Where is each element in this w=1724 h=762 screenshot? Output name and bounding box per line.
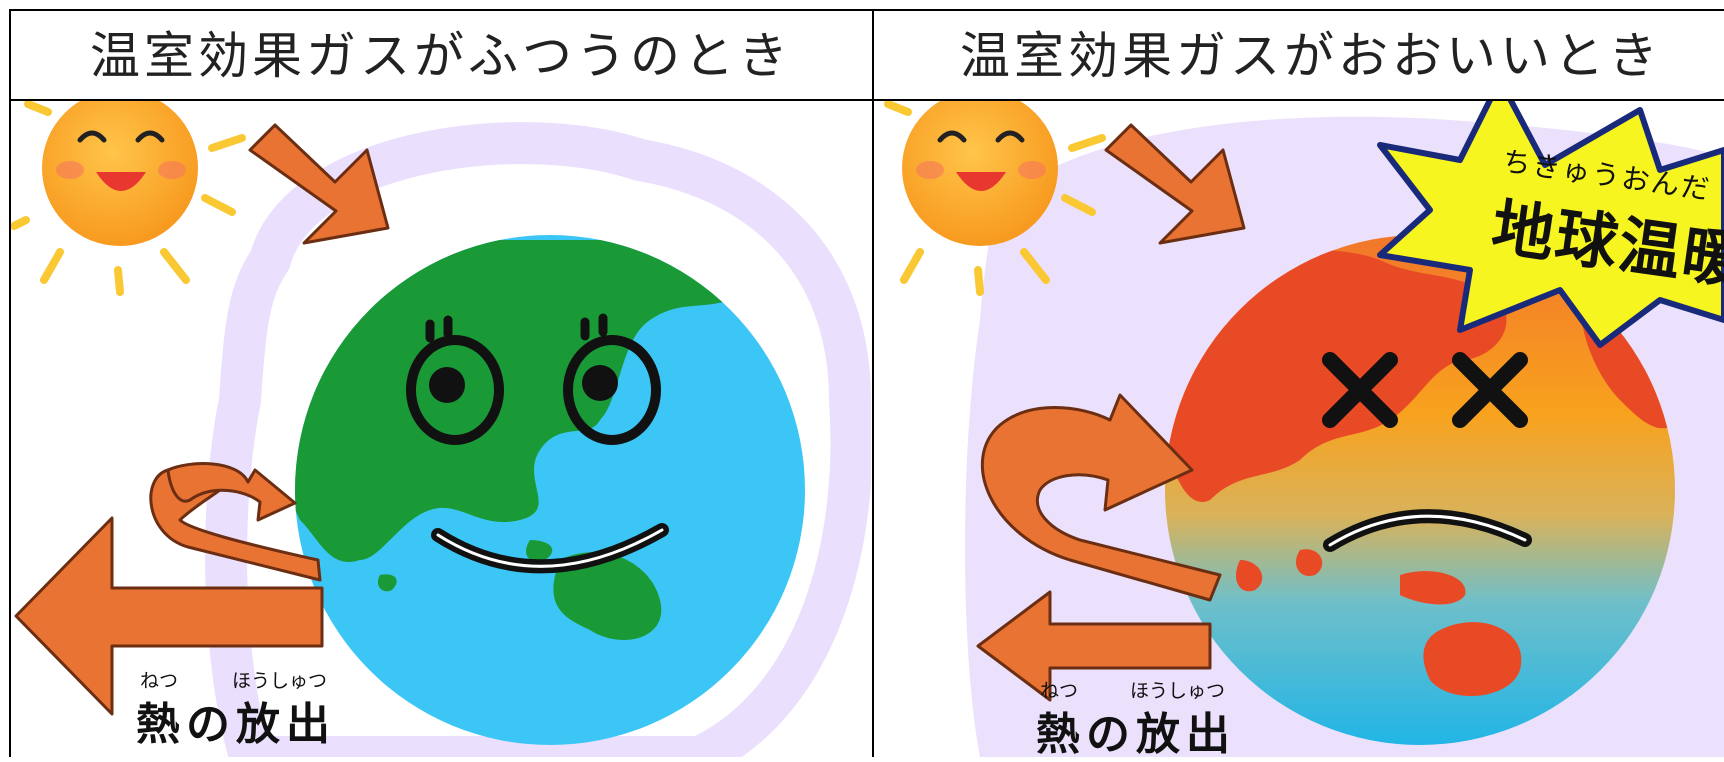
heat-ruby-netsu-left: ねつ (140, 670, 179, 692)
heat-ruby-houshutsu-right: ほうしゅつ (1130, 680, 1226, 702)
sun-icon (11, 101, 246, 296)
global-warming-badge (1377, 101, 1724, 348)
heat-release-arrow (14, 516, 324, 716)
badge-text-area: ちきゅうおんだ 地球温暖 (1470, 150, 1724, 350)
heat-release-label-right: 熱の放出 (1036, 709, 1236, 760)
panel-many (884, 101, 1724, 757)
earth-normal (295, 235, 805, 745)
heat-ruby-houshutsu-left: ほうしゅつ (232, 670, 328, 692)
heat-release-label-left: 熱の放出 (136, 699, 336, 750)
header-divider (9, 99, 1724, 101)
reflected-heat-arrow (981, 393, 1222, 602)
heat-release-arrow (976, 590, 1212, 702)
incoming-sunlight-arrow (248, 123, 390, 245)
panel-title-normal: 温室効果ガスがふつうのとき (90, 27, 792, 85)
reflected-heat-arrow (149, 462, 322, 582)
heat-ruby-netsu-right: ねつ (1040, 680, 1079, 702)
panel-title-many: 温室効果ガスがおおいいとき (960, 27, 1662, 85)
sun-icon (884, 101, 1106, 296)
frame-border (9, 9, 1724, 757)
earth-hot (1165, 235, 1675, 745)
incoming-sunlight-arrow (1104, 123, 1246, 245)
panel-divider (872, 9, 874, 757)
panel-normal (11, 101, 871, 757)
greenhouse-gas-haze (205, 122, 871, 757)
